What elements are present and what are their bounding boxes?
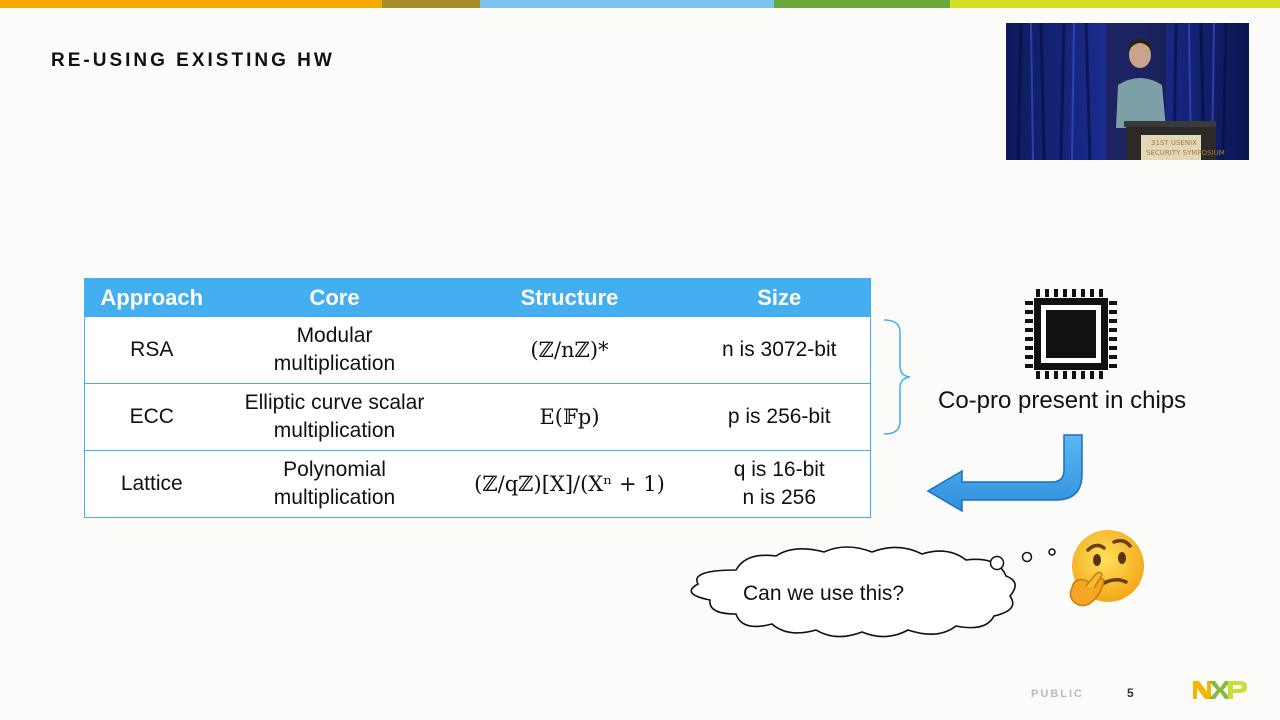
coprocessor-label: Co-pro present in chips — [938, 387, 1187, 414]
size-cell: q is 16-bit n is 256 — [688, 450, 871, 518]
column-header-size: Size — [688, 278, 871, 317]
core-cell: Elliptic curve scalar multiplication — [218, 383, 451, 451]
core-line: Modular — [296, 324, 373, 347]
thought-bubble-text: Can we use this? — [743, 582, 905, 605]
structure-cell: (ℤ/qℤ)[X]/(Xⁿ + 1) — [450, 450, 689, 518]
size-cell: p is 256-bit — [688, 383, 871, 451]
thinking-face-icon — [1064, 528, 1148, 612]
approach-cell: RSA — [84, 317, 219, 384]
stripe-segment — [950, 0, 1280, 8]
stripe-segment — [382, 0, 480, 8]
approach-cell: Lattice — [84, 450, 219, 518]
table-header-row: Approach Core Structure Size — [84, 278, 871, 317]
curved-arrow-icon — [926, 434, 1083, 513]
table-row: RSA Modular multiplication (ℤ/nℤ)* n is … — [84, 317, 871, 384]
approach-cell: ECC — [84, 383, 219, 451]
stripe-segment — [480, 0, 774, 8]
stripe-segment — [774, 0, 950, 8]
size-line: n is 256 — [742, 486, 817, 509]
column-header-core: Core — [218, 278, 451, 317]
crypto-approach-table: Approach Core Structure Size RSA Modular… — [84, 278, 871, 518]
thought-bubble — [690, 546, 1056, 638]
nxp-logo — [1192, 680, 1248, 700]
size-line: p is 256-bit — [727, 405, 831, 428]
core-line: multiplication — [273, 419, 396, 442]
slide-title: RE-USING EXISTING HW — [51, 50, 335, 71]
core-cell: Polynomial multiplication — [218, 450, 451, 518]
size-line: n is 3072-bit — [722, 338, 837, 361]
svg-text:SECURITY SYMPOSIUM: SECURITY SYMPOSIUM — [1146, 149, 1225, 157]
chip-icon — [1024, 288, 1118, 380]
page-number: 5 — [1127, 686, 1134, 700]
core-line: Elliptic curve scalar — [244, 391, 425, 414]
stripe-segment — [0, 0, 382, 8]
core-line: multiplication — [273, 486, 396, 509]
structure-cell: (ℤ/nℤ)* — [450, 317, 689, 384]
column-header-approach: Approach — [84, 278, 219, 317]
right-brace — [883, 319, 911, 435]
core-line: multiplication — [273, 352, 396, 375]
svg-text:31ST USENIX: 31ST USENIX — [1151, 139, 1197, 147]
column-header-structure: Structure — [450, 278, 689, 317]
classification-label: PUBLIC — [1031, 688, 1084, 700]
table-row: Lattice Polynomial multiplication (ℤ/qℤ)… — [84, 450, 871, 518]
core-cell: Modular multiplication — [218, 317, 451, 384]
table-row: ECC Elliptic curve scalar multiplication… — [84, 383, 871, 451]
top-color-stripe — [0, 0, 1280, 8]
size-line: q is 16-bit — [733, 458, 825, 481]
size-cell: n is 3072-bit — [688, 317, 871, 384]
speaker-video: 31ST USENIX SECURITY SYMPOSIUM — [1006, 23, 1249, 160]
structure-cell: E(𝔽p) — [450, 383, 689, 451]
core-line: Polynomial — [283, 458, 386, 481]
